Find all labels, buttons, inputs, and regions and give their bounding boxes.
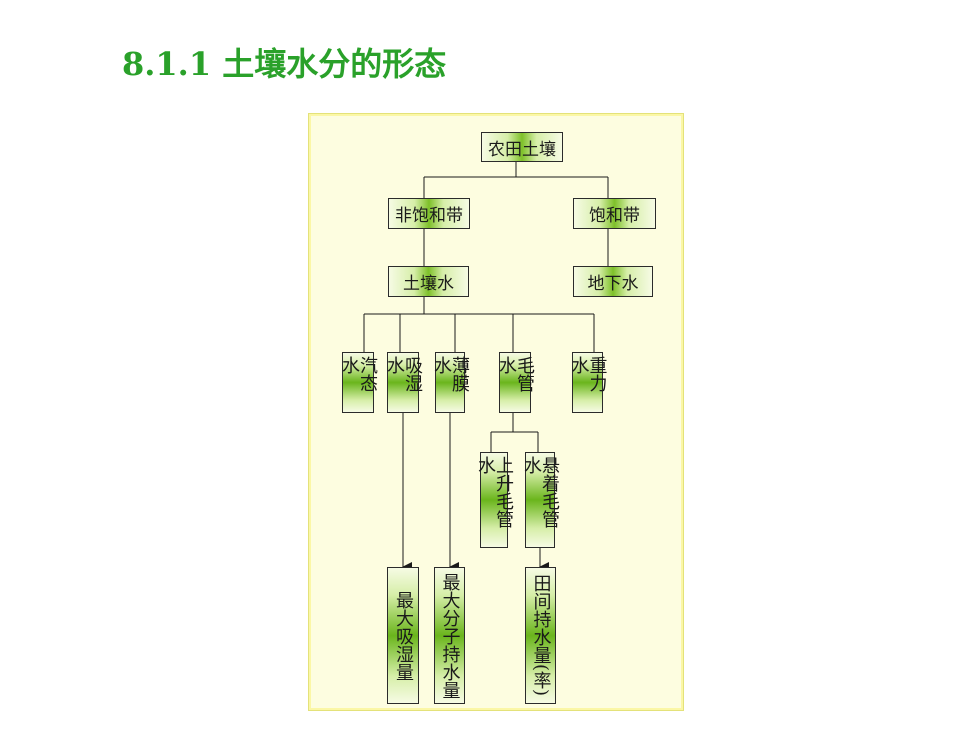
node-max-hygroscopic: 最大吸湿量 [387,567,419,704]
node-capillary-water: 毛管水 [496,352,535,413]
node-field-capacity: 田间持水量(率) [525,567,556,704]
node-vapor-water: 汽态水 [339,352,378,413]
node-film-water: 薄膜水 [431,352,470,413]
node-gravity-water: 重力水 [569,352,608,413]
node-soil-water: 土壤水 [388,266,469,297]
node-max-molecular: 最大分子持水量 [434,567,465,704]
node-rising-capillary: 上升毛管水 [475,452,514,548]
node-root: 农田土壤 [481,132,563,162]
node-groundwater: 地下水 [573,266,653,297]
page-title: 8.1.1 土壤水分的形态 [122,45,447,83]
node-hygroscopic-water: 吸湿水 [384,352,423,413]
node-unsaturated-zone: 非饱和带 [388,198,470,229]
node-suspended-capillary: 悬着毛管水 [521,452,560,548]
node-saturated-zone: 饱和带 [573,198,656,229]
